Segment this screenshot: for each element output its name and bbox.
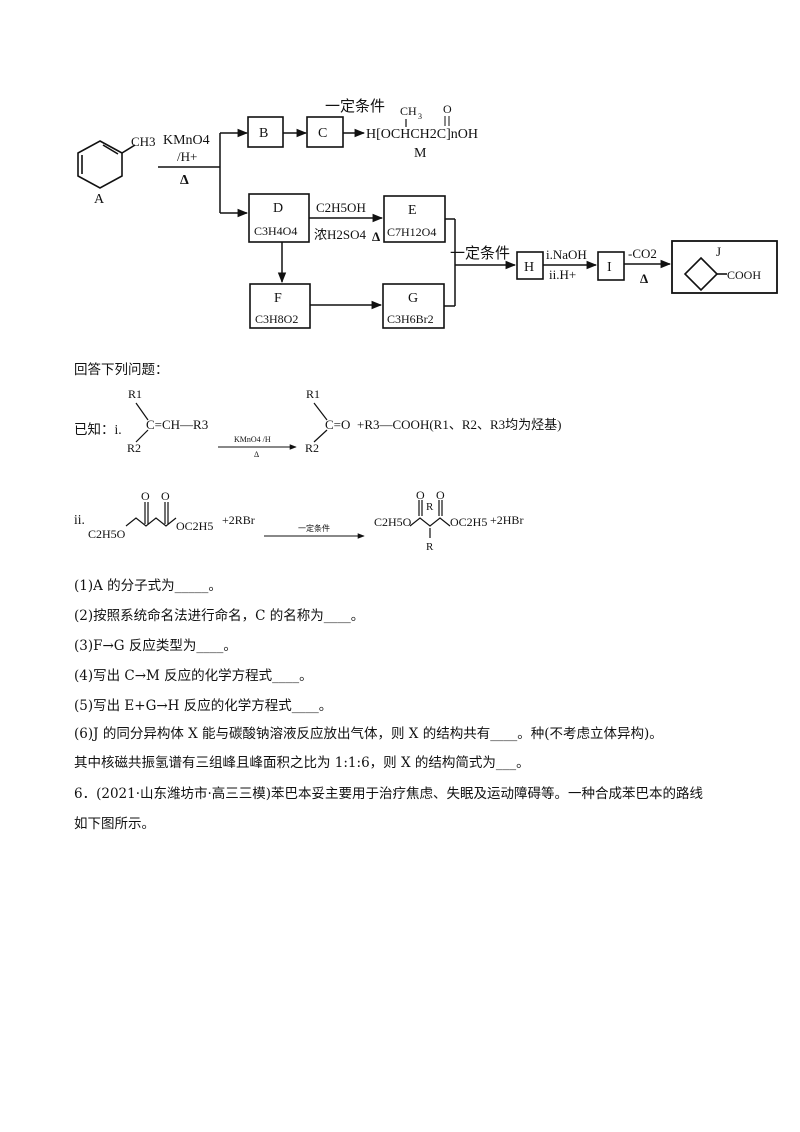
- condition-c-m: 一定条件: [325, 98, 385, 115]
- known-reaction-ii: ii. O O C2H5O OC2H5 +2RBr 一定条件 O O R R C…: [74, 488, 523, 553]
- label-g: G: [408, 291, 418, 306]
- label-b: B: [259, 126, 268, 141]
- question-5: (5)写出 E+G→H 反应的化学方程式____。: [74, 698, 333, 714]
- formula-d: C3H4O4: [254, 224, 297, 238]
- svg-text:CH: CH: [400, 104, 417, 118]
- reagent-h-plus: /H+: [177, 149, 197, 164]
- label-i: I: [607, 260, 612, 275]
- label-a: A: [94, 192, 105, 207]
- reagent-kmno4-h: KMnO4 /H: [234, 435, 271, 444]
- svg-text:O: O: [436, 488, 445, 502]
- question-6: (6)J 的同分异构体 X 能与碳酸钠溶液反应放出气体，则 X 的结构共有___…: [74, 726, 663, 742]
- box-c: [306, 116, 344, 148]
- reagent-conc-h2so4: 浓H2SO4: [314, 227, 367, 242]
- plus-rbr: +2RBr: [222, 513, 255, 527]
- formula-f: C3H8O2: [255, 312, 298, 326]
- reagent-heat-i: Δ: [254, 450, 259, 459]
- formula-g: C3H6Br2: [387, 312, 434, 326]
- heat-symbol: Δ: [372, 229, 380, 244]
- svg-text:O: O: [161, 489, 170, 503]
- box-i: [597, 251, 625, 281]
- j-cooh-group: COOH: [727, 268, 761, 282]
- r2-label: R2: [127, 441, 141, 455]
- reagent-acid: ii.H+: [549, 267, 576, 282]
- box-b: [247, 116, 284, 148]
- molecule-a-structure: [77, 140, 136, 189]
- problem-6-line-2: 如下图所示。: [74, 816, 155, 832]
- product-acid-text: +R3—COOH(R1、R2、R3均为烃基): [357, 417, 562, 432]
- known-label-i: 已知：i.: [74, 421, 122, 437]
- svg-text:O: O: [141, 489, 150, 503]
- ketone-formula: C=O: [325, 417, 350, 432]
- box-f: [249, 283, 311, 329]
- prod-right: OC2H5: [450, 515, 487, 529]
- polymer-m-formula: H[OCHCH2C]nOH: [366, 127, 478, 142]
- condition-e-g-h: 一定条件: [450, 245, 510, 262]
- cyclobutane-ring: [683, 256, 727, 292]
- synthesis-scheme: CH3 A KMnO4 /H+ Δ B C 一定条件 CH 3 O H[OCHC…: [77, 98, 778, 329]
- product-r-top: R: [426, 501, 434, 513]
- label-j: J: [716, 244, 721, 259]
- svg-text:O: O: [416, 488, 425, 502]
- question-3: (3)F→G 反应类型为____。: [74, 638, 237, 654]
- problem-6-line-1: 6．(2021·山东潍坊市·高三三模)苯巴本妥主要用于治疗焦虑、失眠及运动障碍等…: [74, 786, 704, 802]
- reagent-condition-ii: 一定条件: [298, 523, 330, 533]
- ester-right: OC2H5: [176, 519, 213, 533]
- reagent-naoh: i.NaOH: [546, 247, 587, 262]
- ch3-label: CH3: [131, 134, 156, 149]
- intro-text: 回答下列问题：: [74, 362, 169, 378]
- heat-symbol: Δ: [640, 271, 648, 286]
- alkene-formula: C=CH—R3: [146, 417, 208, 432]
- question-4: (4)写出 C→M 反应的化学方程式____。: [74, 668, 313, 684]
- heat-symbol: Δ: [180, 173, 189, 188]
- reagent-kmno4: KMnO4: [163, 133, 210, 148]
- svg-text:O: O: [443, 102, 452, 116]
- box-j: [671, 240, 778, 294]
- reagent-ethanol: C2H5OH: [316, 200, 366, 215]
- prod-left: C2H5O: [374, 515, 412, 529]
- prod-extra: +2HBr: [490, 513, 523, 527]
- r1-product: R1: [306, 387, 320, 401]
- svg-text:3: 3: [418, 112, 422, 121]
- polymer-m-structure: CH 3 O H[OCHCH2C]nOH M: [366, 102, 478, 161]
- label-m: M: [414, 146, 427, 161]
- known-reaction-i: 已知：i. R1 R2 C=CH—R3 KMnO4 /H Δ R1 R2 C=O…: [74, 387, 562, 459]
- formula-e: C7H12O4: [387, 225, 436, 239]
- label-d: D: [273, 201, 283, 216]
- label-c: C: [318, 126, 327, 141]
- reagent-minus-co2: -CO2: [628, 246, 657, 261]
- question-1: (1)A 的分子式为_____。: [74, 578, 222, 594]
- r2-product: R2: [305, 441, 319, 455]
- question-2: (2)按照系统命名法进行命名，C 的名称为____。: [74, 608, 365, 624]
- known-label-ii: ii.: [74, 512, 85, 527]
- r1-label: R1: [128, 387, 142, 401]
- label-f: F: [274, 291, 282, 306]
- label-h: H: [524, 260, 534, 275]
- product-r-bottom: R: [426, 541, 434, 553]
- question-6-followup: 其中核磁共振氢谱有三组峰且峰面积之比为 1:1:6，则 X 的结构简式为___。: [74, 755, 530, 771]
- ester-left: C2H5O: [88, 527, 126, 541]
- label-e: E: [408, 203, 417, 218]
